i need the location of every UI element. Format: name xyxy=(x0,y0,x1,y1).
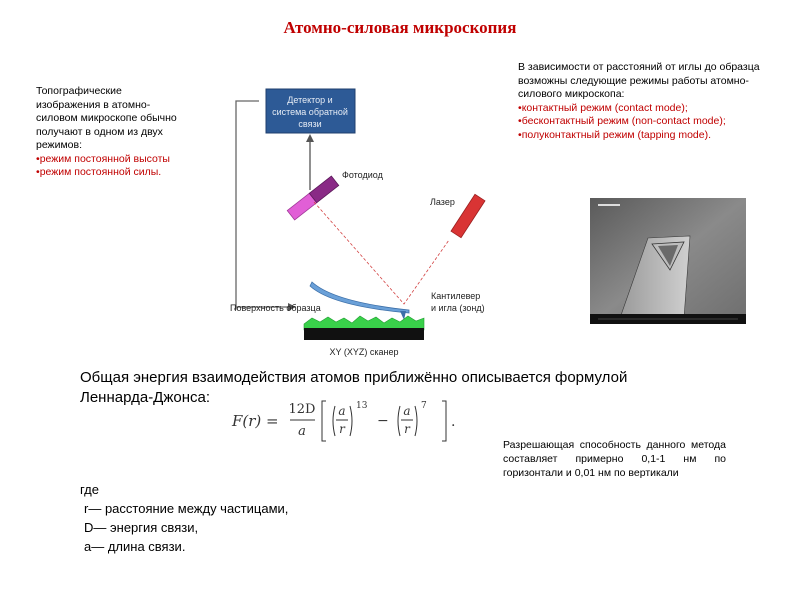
cantilever-label-2: и игла (зонд) xyxy=(431,303,485,313)
variable-definitions: где r— расстояние между частицами, D— эн… xyxy=(80,480,288,556)
scanner-block xyxy=(304,328,424,340)
formula-period: . xyxy=(451,414,455,430)
photodiode-label: Фотодиод xyxy=(342,170,384,180)
cantilever-label-1: Кантилевер xyxy=(431,291,480,301)
formula-minus: − xyxy=(377,413,389,429)
laser-label: Лазер xyxy=(430,197,455,207)
definition-item: r— расстояние между частицами, xyxy=(84,501,289,516)
imaging-mode-item: •режим постоянной силы. xyxy=(36,166,162,178)
imaging-modes-text: Топографические изображения в атомно-сил… xyxy=(36,85,186,180)
imaging-modes-intro: Топографические изображения в атомно-сил… xyxy=(36,85,177,151)
feedback-loop-line xyxy=(234,100,296,311)
sem-probe-image xyxy=(590,198,746,324)
imaging-mode-item: •режим постоянной высоты xyxy=(36,152,170,165)
formula-frac1-numerator: a xyxy=(338,404,345,418)
formula-exponent-1: 13 xyxy=(356,401,368,411)
resolution-text: Разрешающая способность данного метода с… xyxy=(503,439,726,479)
lennard-jones-formula: F(r) = 12D a a r 13 − a r 7 . xyxy=(231,400,455,442)
operation-mode-item: •бесконтактный режим (non-contact mode); xyxy=(518,115,726,127)
scanner-label: XY (XYZ) сканер xyxy=(330,347,399,357)
where-label: где xyxy=(80,482,99,497)
operation-mode-item: •полуконтактный режим (tapping mode). xyxy=(518,128,712,141)
formula-frac2-denominator: r xyxy=(404,422,411,436)
formula-frac1-denominator: r xyxy=(339,422,346,436)
operation-mode-item: •контактный режим (contact mode); xyxy=(518,101,688,114)
operation-modes-text: В зависимости от расстояний от иглы до о… xyxy=(518,61,768,142)
sample-surface xyxy=(303,315,425,331)
formula-coef-denominator: a xyxy=(298,424,306,439)
formula-frac2-numerator: a xyxy=(403,404,410,418)
cantilever xyxy=(309,281,410,314)
lennard-jones-description: Общая энергия взаимодействия атомов приб… xyxy=(80,369,628,406)
detector-label-3: связи xyxy=(298,119,321,129)
surface-label: Поверхность образца xyxy=(230,303,321,313)
definition-item: a— длина связи. xyxy=(84,539,186,554)
definition-item: D— энергия связи, xyxy=(84,520,199,535)
detector-label-2: система обратной xyxy=(272,107,348,117)
detector-box xyxy=(265,88,356,134)
formula-exponent-2: 7 xyxy=(421,401,427,411)
photodiode xyxy=(286,175,340,221)
detector-label-1: Детектор и xyxy=(287,95,332,105)
afm-schematic-diagram: Детектор и система обратной связи Фотоди… xyxy=(230,88,486,357)
page-title: Атомно-силовая микроскопия xyxy=(283,18,517,37)
laser-beam xyxy=(313,201,450,305)
operation-modes-intro: В зависимости от расстояний от иглы до о… xyxy=(518,61,760,100)
laser-source xyxy=(450,193,486,239)
formula-lhs: F(r) = xyxy=(231,412,279,430)
probe-tip xyxy=(400,311,406,320)
formula-coef-numerator: 12D xyxy=(289,402,316,417)
